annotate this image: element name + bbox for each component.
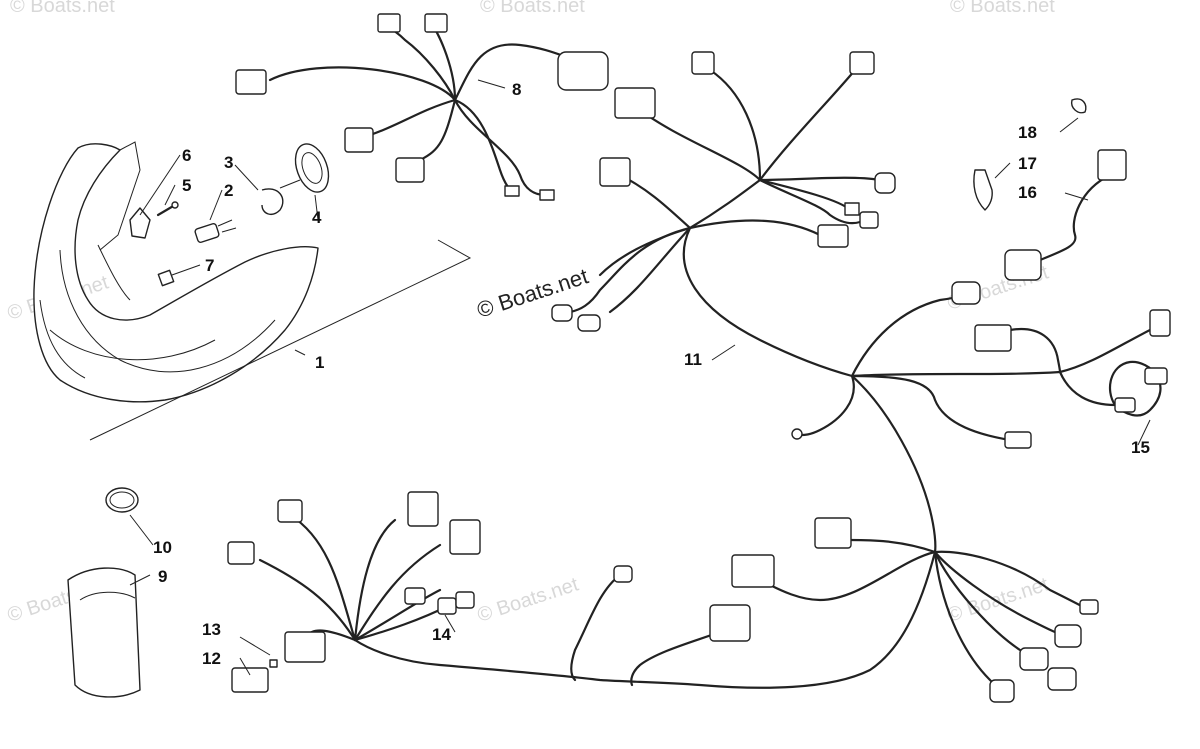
connector: [1144, 367, 1168, 385]
terminal: [504, 185, 520, 197]
connector: [1054, 624, 1082, 648]
connector: [1114, 397, 1136, 413]
connector: [974, 324, 1012, 352]
connector: [951, 281, 981, 305]
leader-lines: [129, 79, 1151, 676]
connector: [1004, 431, 1032, 449]
connector: [577, 314, 601, 332]
group-outline: [89, 239, 472, 441]
connector: [377, 13, 401, 33]
bulb-socket: [279, 143, 330, 193]
callout-8: 8: [512, 80, 521, 99]
connector: [395, 157, 425, 183]
protective-sleeve: [67, 567, 141, 698]
ring-terminal: [791, 428, 803, 440]
connector: [874, 172, 896, 194]
callout-labels: 1 2 3 4 5 6 7 8 9 10 11 12 13 14 15 16 1…: [153, 80, 1150, 668]
callout-10: 10: [153, 538, 172, 557]
callout-9: 9: [158, 567, 167, 586]
connector: [709, 604, 751, 642]
connector: [817, 224, 849, 248]
callout-4: 4: [312, 208, 322, 227]
connector: [449, 519, 481, 555]
connector: [1149, 309, 1171, 337]
callout-17: 17: [1018, 154, 1037, 173]
nut-clip: [157, 269, 175, 287]
copyright-label: © Boats.net: [474, 263, 591, 322]
connector: [859, 211, 879, 229]
connector: [235, 69, 267, 95]
connector: [1004, 249, 1042, 281]
terminal: [844, 202, 860, 216]
terminal: [539, 189, 555, 201]
screw: [156, 201, 179, 217]
wire-tie: [973, 169, 993, 211]
callout-2: 2: [224, 181, 233, 200]
callout-16: 16: [1018, 183, 1037, 202]
watermark: © Boats.net: [10, 0, 115, 17]
connector: [613, 565, 633, 583]
watermark: © Boats.net: [475, 573, 582, 626]
connector: [599, 157, 631, 187]
connector: [989, 679, 1015, 703]
connector: [277, 499, 303, 523]
connector: [455, 591, 475, 609]
connector: [814, 517, 852, 549]
connector: [731, 554, 775, 588]
connector: [1047, 667, 1077, 691]
connector: [614, 87, 656, 119]
connector: [1079, 599, 1099, 615]
connector: [284, 631, 326, 663]
connector: [404, 587, 426, 605]
connector: [551, 304, 573, 322]
connector: [437, 597, 457, 615]
bracket-clip: [129, 207, 151, 239]
watermark: © Boats.net: [950, 0, 1055, 17]
callout-18: 18: [1018, 123, 1037, 142]
harness-lower: [258, 513, 452, 642]
connector-housing: [231, 667, 269, 693]
connector: [557, 51, 609, 91]
callout-13: 13: [202, 620, 221, 639]
callout-15: 15: [1131, 438, 1150, 457]
headlight-housing: [33, 141, 319, 403]
callout-1: 1: [315, 353, 324, 372]
headlight-bulb: [194, 219, 237, 243]
connector: [1097, 149, 1127, 181]
retaining-clip: [261, 188, 284, 215]
connector: [344, 127, 374, 153]
connector: [691, 51, 715, 75]
callout-7: 7: [205, 256, 214, 275]
callout-5: 5: [182, 176, 191, 195]
jumper-harness: [1038, 173, 1112, 262]
callout-14: 14: [432, 625, 451, 644]
callout-6: 6: [182, 146, 191, 165]
connector: [407, 491, 439, 527]
connector: [227, 541, 255, 565]
callout-12: 12: [202, 649, 221, 668]
connector: [1019, 647, 1049, 671]
terminal-pin: [269, 659, 278, 668]
connector: [424, 13, 448, 33]
connector: [849, 51, 875, 75]
callout-3: 3: [224, 153, 233, 172]
retaining-ring: [105, 487, 139, 513]
callout-11: 11: [684, 350, 702, 369]
harness-clip: [1071, 98, 1087, 114]
watermark: © Boats.net: [480, 0, 585, 17]
